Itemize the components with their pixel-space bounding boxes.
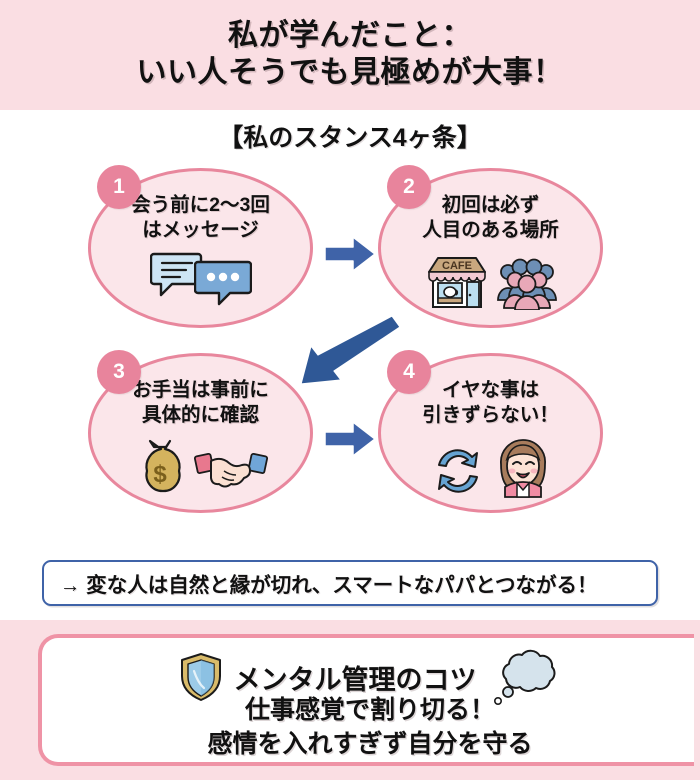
arrow-step3-to-step4 [322,418,378,460]
bubble-1-text-line-1: 会う前に2〜3回 [131,194,270,216]
bubble-2-text-line-1: 初回は必ず [441,194,540,216]
chat-bubble-light-icon [149,250,204,298]
mental-tips-card: メンタル管理のコツ 仕事感覚で割り切る！ 感情を入れすぎず自分を守る [38,634,694,766]
step-number-badge-1: 1 [97,165,141,209]
stance-bubble-1: 1 会う前に2〜3回 はメッセージ [88,165,313,328]
bubble-4-text-line-1: イヤな事は [442,379,539,401]
bubble-2-icon-group: CAFE [424,250,558,310]
cafe-storefront-icon: CAFE [424,250,490,310]
bubble-4-icon-group [429,435,553,499]
arrow-step1-to-step2 [322,233,378,275]
mental-title-row: メンタル管理のコツ [42,646,698,708]
header-title-line-1: 私が学んだこと： [228,19,472,53]
header-title-line-2: いい人そうでも見極めが大事！ [136,56,564,89]
section-subtitle: 【私のスタンス4ヶ条】 [218,124,482,152]
step-number-badge-3: 3 [97,350,141,394]
money-bag-icon: $ [134,435,186,493]
result-callout-box: → 変な人は自然と縁が切れ、スマートなパパとつながる！ [42,560,658,606]
result-callout-text: → 変な人は自然と縁が切れ、スマートなパパとつながる！ [60,574,598,597]
arrow-step2-to-step3 [296,310,400,386]
bubble-4-text-line-2: 引きずらない！ [422,403,559,426]
bubble-2-text-line-2: 人目のある場所 [422,218,559,241]
step-number-badge-2: 2 [387,165,431,209]
step-number-badge-4: 4 [387,350,431,394]
stance-bubble-2: 2 初回は必ず 人目のある場所 CAFE [378,165,603,328]
shield-icon [178,651,224,703]
bubble-1-text-line-2: はメッセージ [142,218,259,241]
bubble-3-text-line-1: お手当は事前に [132,379,269,401]
mental-tips-line-1: 仕事感覚で割り切る！ [244,696,495,724]
mental-tips-line-2: 感情を入れすぎず自分を守る [207,730,533,758]
bubble-3-text-line-2: 具体的に確認 [141,403,259,426]
stance-bubble-3: 3 お手当は事前に 具体的に確認 $ [88,350,313,513]
handshake-icon [193,443,268,493]
cafe-sign-text: CAFE [442,260,472,272]
smiling-woman-icon [493,435,553,499]
bubble-3-icon-group: $ [134,435,268,493]
people-group-icon [496,252,558,310]
header-banner: 私が学んだこと： いい人そうでも見極めが大事！ [0,0,700,110]
mental-tips-title: メンタル管理のコツ [233,664,477,695]
chat-bubble-blue-icon [193,258,252,308]
money-symbol-text: $ [153,461,167,488]
bottom-band: メンタル管理のコツ 仕事感覚で割り切る！ 感情を入れすぎず自分を守る [0,620,700,780]
stance-bubble-4: 4 イヤな事は 引きずらない！ [378,350,603,513]
thought-cloud-icon [487,646,563,708]
refresh-cycle-icon [429,443,487,499]
bubble-1-icon-group [149,250,252,306]
